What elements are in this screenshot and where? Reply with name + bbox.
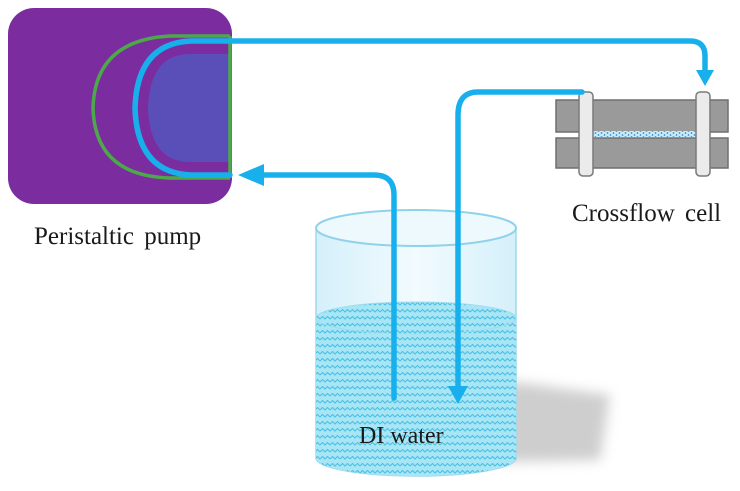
pump-head xyxy=(148,54,230,162)
tube-pump-to-cell xyxy=(132,38,708,178)
water-label: DI water xyxy=(359,423,444,449)
membrane xyxy=(590,131,698,137)
cell-right-clamp xyxy=(695,91,711,177)
tube-cell-to-beaker xyxy=(455,89,585,391)
arrow-into-pump xyxy=(238,164,264,186)
arrow-into-cell xyxy=(696,70,714,86)
pump-track xyxy=(91,34,230,180)
crossflow-cell xyxy=(555,91,729,177)
water-volume xyxy=(316,318,516,476)
beaker xyxy=(315,209,517,477)
arrow-into-beaker xyxy=(448,386,468,404)
cell-label: Crossflow cell xyxy=(572,200,722,227)
water-surface xyxy=(315,301,517,335)
cell-left-clamp xyxy=(578,91,594,177)
flow-arrows xyxy=(238,70,714,404)
beaker-shadow xyxy=(500,380,610,462)
tubing xyxy=(132,38,708,401)
pump-label: Peristaltic pump xyxy=(34,223,202,250)
peristaltic-pump xyxy=(8,8,232,204)
beaker-rim xyxy=(315,209,517,247)
tube-beaker-to-pump xyxy=(259,172,397,401)
